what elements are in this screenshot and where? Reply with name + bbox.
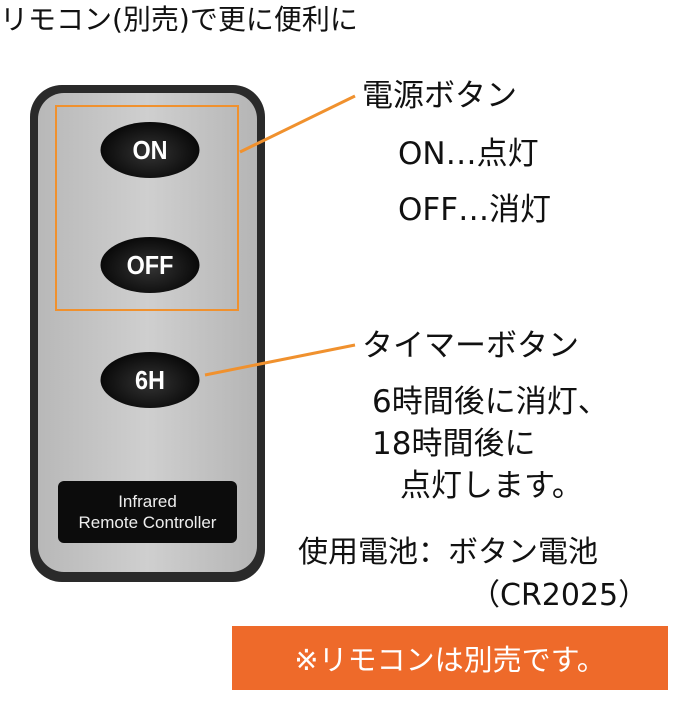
timer-callout-line	[204, 343, 356, 377]
timer-heading: タイマーボタン	[362, 328, 579, 364]
on-button: ON	[100, 122, 200, 178]
remote-label-line1: Infrared	[118, 492, 177, 511]
power-heading: 電源ボタン	[362, 78, 517, 114]
sold-separately-banner: ※リモコンは別売です。	[232, 626, 668, 690]
remote-label: Infrared Remote Controller	[58, 481, 237, 543]
power-buttons-highlight	[55, 105, 239, 311]
timer-desc-2: 18時間後に	[372, 426, 536, 462]
off-button: OFF	[100, 237, 200, 293]
remote-label-line2: Remote Controller	[78, 513, 217, 532]
battery-info: 使用電池：ボタン電池	[298, 535, 598, 570]
timer-button: 6H	[100, 352, 200, 408]
power-on-desc: ON…点灯	[398, 136, 539, 172]
timer-desc-3: 点灯します。	[400, 468, 583, 504]
power-callout-line	[239, 94, 356, 154]
power-off-desc: OFF…消灯	[398, 192, 552, 228]
page-title: リモコン(別売)で更に便利に	[0, 3, 358, 36]
banner-text: ※リモコンは別売です。	[294, 643, 606, 677]
timer-desc-1: 6時間後に消灯、	[372, 384, 609, 420]
battery-model: （CR2025）	[470, 578, 649, 613]
